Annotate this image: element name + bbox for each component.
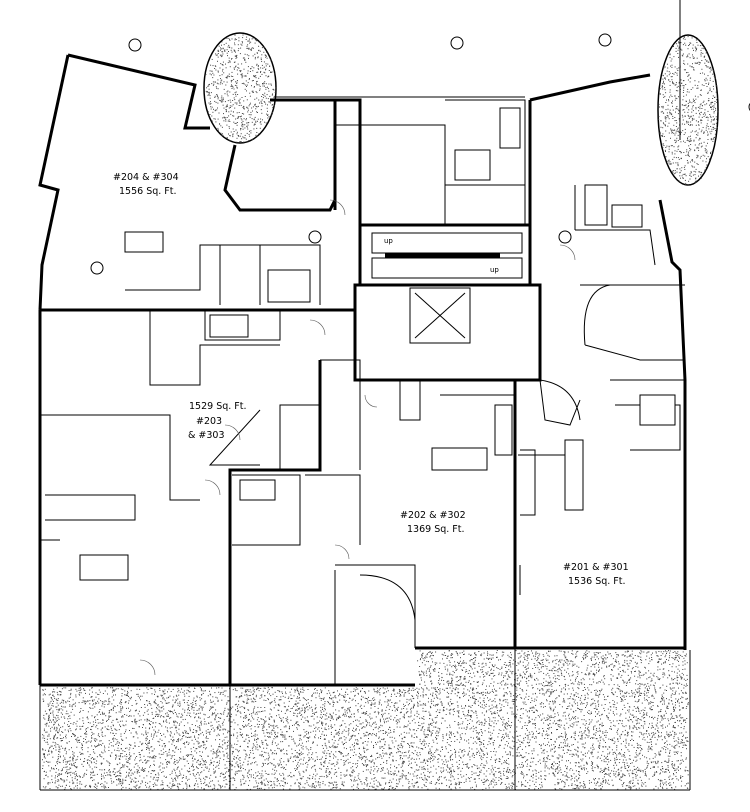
balcony-outline — [203, 32, 277, 144]
stair-up-label: up — [490, 266, 499, 274]
interior-walls — [40, 99, 685, 685]
stair-up-label: up — [384, 237, 393, 245]
doors — [139, 199, 576, 676]
unit-203-name-2: & #303 — [188, 430, 225, 441]
unit-202-area: 1369 Sq. Ft. — [407, 524, 465, 535]
unit-203-name: #203 — [196, 416, 222, 427]
unit-203-area: 1529 Sq. Ft. — [189, 401, 247, 412]
unit-204-area: 1556 Sq. Ft. — [119, 186, 177, 197]
unit-201-name: #201 & #301 — [563, 562, 629, 573]
section-markers — [90, 33, 750, 275]
unit-201-area: 1536 Sq. Ft. — [568, 576, 626, 587]
exterior-walls — [38, 0, 691, 791]
unit-204-name: #204 & #304 — [113, 172, 179, 183]
unit-labels: #204 & #304 1556 Sq. Ft. 1529 Sq. Ft. #2… — [113, 172, 629, 587]
stair-labels: up up — [384, 237, 499, 274]
unit-202-name: #202 & #302 — [400, 510, 466, 521]
patio-areas — [42, 32, 719, 790]
